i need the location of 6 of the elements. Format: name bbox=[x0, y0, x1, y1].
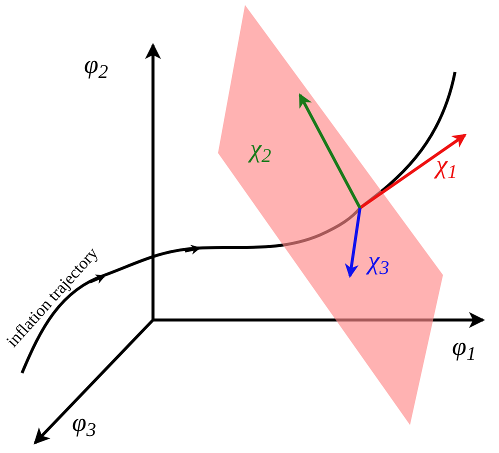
axis-label: φ$_{3}$ bbox=[72, 410, 96, 436]
vector-label: χ$_{1}$ bbox=[436, 152, 458, 178]
vector-label: χ$_{2}$ bbox=[250, 136, 272, 162]
axis-label: φ$_{1}$ bbox=[452, 334, 476, 360]
vector-label: χ$_{3}$ bbox=[368, 248, 390, 274]
axis-label: φ$_{2}$ bbox=[84, 52, 108, 78]
